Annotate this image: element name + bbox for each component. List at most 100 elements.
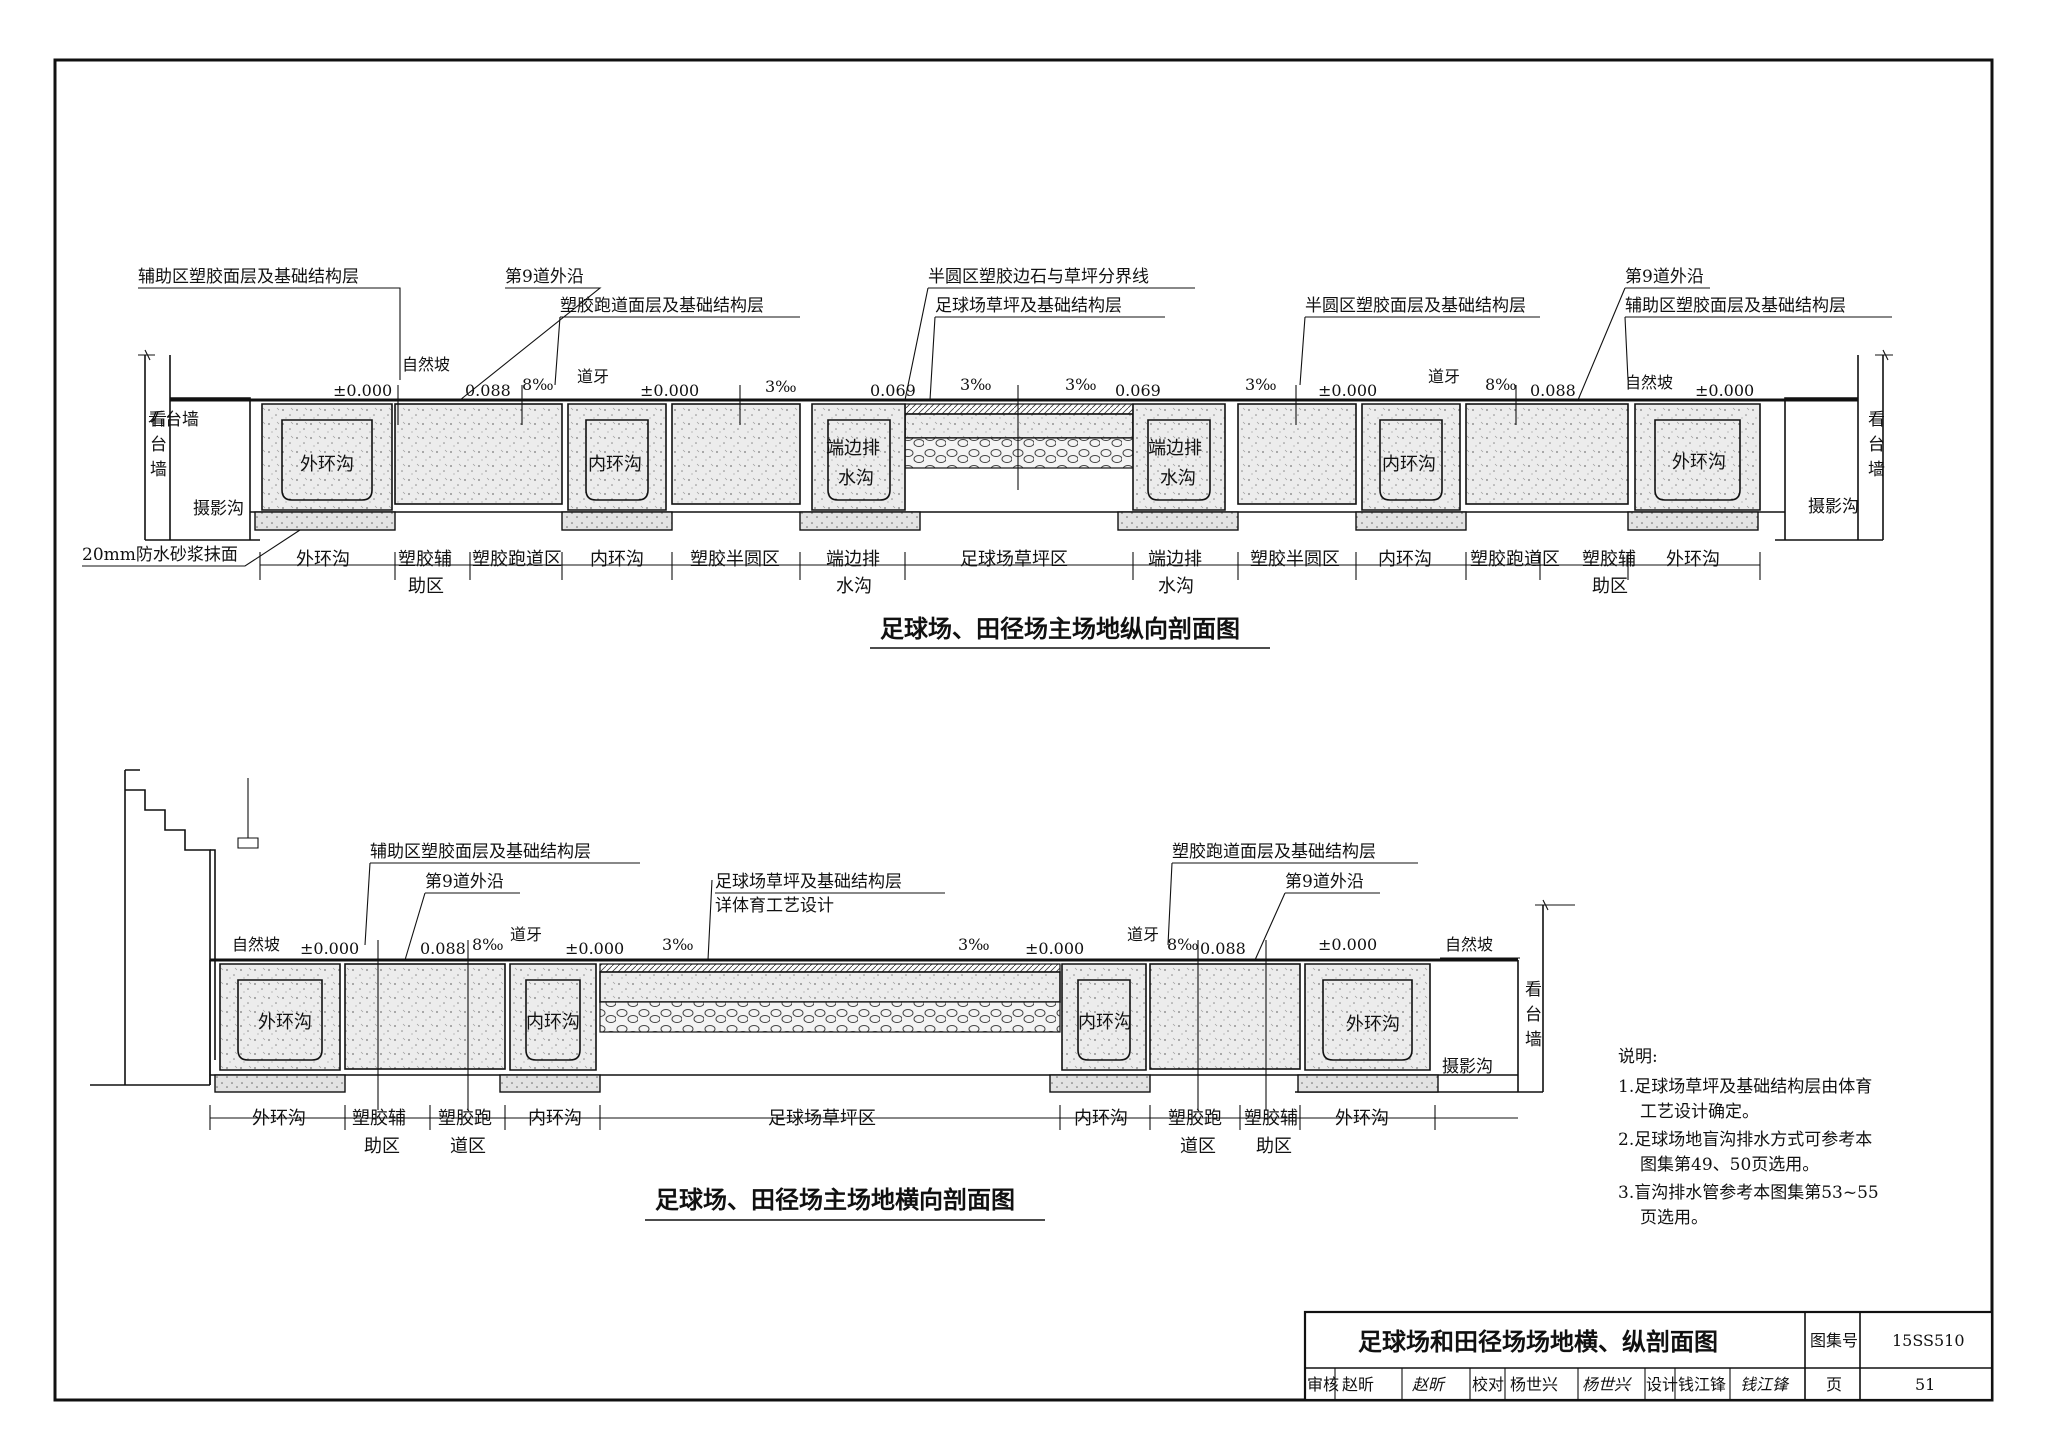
lon-curb-right: 道牙 bbox=[1428, 367, 1460, 386]
tr-zone-6: 内环沟 bbox=[1074, 1108, 1128, 1129]
stand-wall-left-c1: 看台墙 bbox=[148, 410, 199, 430]
tr-lane9-left: 第9道外沿 bbox=[425, 872, 504, 892]
t-trench-outer-right-label: 外环沟 bbox=[1346, 1014, 1400, 1035]
t-trench-inner-right: 内环沟 bbox=[1061, 963, 1147, 1071]
lon-aux-layer-left: 辅助区塑胶面层及基础结构层 bbox=[138, 267, 359, 287]
tr-zone-9: 外环沟 bbox=[1335, 1108, 1389, 1129]
tb-drawing-title: 足球场和田径场场地横、纵剖面图 bbox=[1358, 1327, 1718, 1356]
tr-zone-5: 足球场草坪区 bbox=[768, 1108, 876, 1129]
note-1b: 工艺设计确定。 bbox=[1640, 1102, 1759, 1122]
tr-curb-right: 道牙 bbox=[1127, 925, 1159, 944]
tr-turf-detail: 详体育工艺设计 bbox=[715, 896, 834, 916]
lon-slope-3: 3‰ bbox=[960, 375, 992, 394]
stand-wall-right bbox=[1775, 349, 1893, 541]
tr-elev-3: ±0.000 bbox=[565, 939, 624, 958]
tr-zone-1: 外环沟 bbox=[252, 1108, 306, 1129]
tb-designer: 钱江锋 bbox=[1678, 1375, 1726, 1394]
tr-natural-slope-right: 自然坡 bbox=[1445, 935, 1493, 954]
trench-outer-right-label: 外环沟 bbox=[1672, 452, 1726, 473]
sheet-border bbox=[53, 58, 1994, 1402]
lon-zone-7: 足球场草坪区 bbox=[960, 549, 1068, 570]
lon-elev-6: ±0.000 bbox=[1318, 381, 1377, 400]
lon-curb-left: 道牙 bbox=[577, 367, 609, 386]
lon-zone-1: 外环沟 bbox=[296, 549, 350, 570]
tb-checker: 杨世兴 bbox=[1510, 1375, 1558, 1394]
tr-elev-1: ±0.000 bbox=[300, 939, 359, 958]
lon-boundary: 半圆区塑胶边石与草坪分界线 bbox=[928, 267, 1149, 287]
stand-wall-left-text: 看台墙 bbox=[148, 410, 199, 430]
note-3b: 页选用。 bbox=[1640, 1208, 1708, 1228]
trench-outer-right: 外环沟 bbox=[1634, 403, 1761, 511]
tr-elev-5: 0.088 bbox=[1200, 939, 1246, 958]
tr-natural-slope-left: 自然坡 bbox=[232, 935, 280, 954]
lon-zone-12: 塑胶辅助区 bbox=[1582, 549, 1636, 597]
lon-zone-10: 内环沟 bbox=[1378, 549, 1432, 570]
notes: 说明: 1.足球场草坪及基础结构层由体育 工艺设计确定。 2.足球场地盲沟排水方… bbox=[1618, 1047, 1879, 1228]
tb-design-label: 设计 bbox=[1646, 1375, 1678, 1394]
trench-end-left-label: 端边排水沟 bbox=[826, 438, 880, 489]
tb-designer-sig: 钱江锋 bbox=[1740, 1375, 1790, 1394]
lon-zone-11: 塑胶跑道区 bbox=[1470, 549, 1560, 570]
lon-elev-3: ±0.000 bbox=[640, 381, 699, 400]
lon-slope-6: 8‰ bbox=[1485, 375, 1517, 394]
tr-aux-layer: 辅助区塑胶面层及基础结构层 bbox=[370, 842, 591, 862]
tb-page-label: 页 bbox=[1826, 1375, 1842, 1394]
note-2a: 2.足球场地盲沟排水方式可参考本 bbox=[1618, 1130, 1872, 1150]
lon-elev-5: 0.069 bbox=[1115, 381, 1161, 400]
transverse-section: 外环沟 内环沟 内环沟 外环沟 辅助区塑胶面层及基础结构层 第9道外沿 足球场草… bbox=[90, 769, 1575, 1221]
lon-elev-2: 0.088 bbox=[465, 381, 511, 400]
tr-zone-4: 内环沟 bbox=[528, 1108, 582, 1129]
tr-zone-7: 塑胶跑道区 bbox=[1168, 1108, 1222, 1157]
tr-track-layer: 塑胶跑道面层及基础结构层 bbox=[1172, 842, 1376, 862]
tr-turf-layer: 足球场草坪及基础结构层 bbox=[715, 872, 902, 892]
notes-heading: 说明: bbox=[1618, 1047, 1658, 1067]
t-trench-inner-left-label: 内环沟 bbox=[526, 1012, 580, 1033]
lon-lane9-right: 第9道外沿 bbox=[1625, 267, 1704, 287]
tb-atlas-label: 图集号 bbox=[1810, 1331, 1858, 1350]
lon-title: 足球场、田径场主场地纵向剖面图 bbox=[880, 614, 1240, 643]
lon-natural-slope-left: 自然坡 bbox=[402, 355, 450, 374]
tr-elev-4: ±0.000 bbox=[1025, 939, 1084, 958]
t-trench-inner-right-label: 内环沟 bbox=[1078, 1012, 1132, 1033]
trench-end-left: 端边排水沟 bbox=[811, 403, 906, 511]
lon-stand-wall-right: 看台墙 bbox=[1868, 410, 1885, 480]
trench-outer-left-label: 外环沟 bbox=[300, 454, 354, 475]
lon-slope-1: 8‰ bbox=[522, 375, 554, 394]
t-trench-outer-left: 外环沟 bbox=[219, 963, 341, 1071]
lon-stand-wall-left-text-v: 看台墙 bbox=[150, 410, 167, 480]
lon-camera-right: 摄影沟 bbox=[1808, 497, 1859, 517]
t-trench-outer-right: 外环沟 bbox=[1304, 963, 1431, 1071]
note-3a: 3.盲沟排水管参考本图集第53~55 bbox=[1618, 1183, 1879, 1203]
lon-semi-layer: 半圆区塑胶面层及基础结构层 bbox=[1305, 296, 1526, 316]
lon-lane9-left: 第9道外沿 bbox=[505, 267, 584, 287]
lon-natural-slope-right: 自然坡 bbox=[1625, 373, 1673, 392]
tr-zone-8: 塑胶辅助区 bbox=[1244, 1108, 1298, 1157]
lon-camera-left: 摄影沟 bbox=[193, 499, 244, 519]
lon-mortar: 20mm防水砂浆抹面 bbox=[82, 545, 238, 565]
lon-zone-4: 内环沟 bbox=[590, 549, 644, 570]
trench-inner-left-label: 内环沟 bbox=[588, 454, 642, 475]
tb-reviewer-sig: 赵昕 bbox=[1412, 1375, 1446, 1394]
trench-inner-right-label: 内环沟 bbox=[1382, 454, 1436, 475]
trench-end-right-label: 端边排水沟 bbox=[1148, 438, 1202, 489]
lon-zone-5: 塑胶半圆区 bbox=[690, 549, 780, 570]
tr-title: 足球场、田径场主场地横向剖面图 bbox=[655, 1185, 1015, 1214]
tb-atlas-no: 15SS510 bbox=[1892, 1331, 1965, 1350]
stand-wall-left: 看台墙 bbox=[138, 349, 260, 541]
t-trench-inner-left: 内环沟 bbox=[509, 963, 597, 1071]
trench-outer-left: 外环沟 bbox=[261, 403, 393, 511]
lon-zone-3: 塑胶跑道区 bbox=[472, 549, 562, 570]
t-trench-outer-left-label: 外环沟 bbox=[258, 1012, 312, 1033]
lon-track-layer-left: 塑胶跑道面层及基础结构层 bbox=[560, 296, 764, 316]
tr-camera: 摄影沟 bbox=[1442, 1057, 1493, 1077]
lon-zone-13: 外环沟 bbox=[1666, 549, 1720, 570]
lon-zone-6: 端边排水沟 bbox=[826, 549, 880, 597]
note-1a: 1.足球场草坪及基础结构层由体育 bbox=[1618, 1077, 1872, 1097]
lon-zone-2: 塑胶辅助区 bbox=[398, 549, 452, 597]
lon-slope-5: 3‰ bbox=[1245, 375, 1277, 394]
tr-curb-left: 道牙 bbox=[510, 925, 542, 944]
lon-elev-7: 0.088 bbox=[1530, 381, 1576, 400]
tb-review-label: 审核 bbox=[1307, 1375, 1339, 1394]
tr-slope-2: 3‰ bbox=[662, 935, 694, 954]
